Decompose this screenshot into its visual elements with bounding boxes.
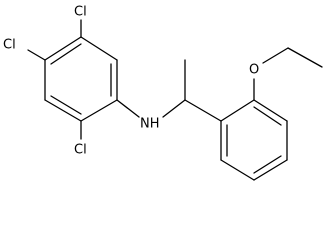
bond xyxy=(220,159,255,181)
bond xyxy=(220,99,255,122)
molecule-diagram: Cl Cl Cl NH O xyxy=(3,5,323,181)
trichlorophenyl-ring xyxy=(44,36,118,122)
bond-cl-left xyxy=(27,49,46,61)
bond xyxy=(80,36,118,61)
bond xyxy=(253,159,288,181)
atom-nh: NH xyxy=(140,117,160,132)
bond xyxy=(253,155,282,174)
bond-ring-nh xyxy=(116,99,140,118)
structure-svg: Cl Cl Cl NH O xyxy=(3,5,323,181)
bond-nh-ch xyxy=(162,99,186,118)
bond xyxy=(253,99,288,122)
bond xyxy=(44,36,82,61)
atom-o: O xyxy=(249,63,259,78)
bond xyxy=(44,99,82,122)
bond xyxy=(50,43,82,65)
atom-cl-top: Cl xyxy=(74,5,87,20)
atom-cl-left: Cl xyxy=(3,38,16,53)
ethoxyphenyl-ring xyxy=(220,99,288,181)
bond xyxy=(50,95,82,115)
bond-o-ch2 xyxy=(262,47,289,64)
atom-cl-bottom: Cl xyxy=(74,143,87,158)
bond xyxy=(80,99,118,122)
bond-ch-ring xyxy=(184,99,222,122)
bond xyxy=(253,106,282,126)
bond-ch2-ch3 xyxy=(287,47,323,68)
